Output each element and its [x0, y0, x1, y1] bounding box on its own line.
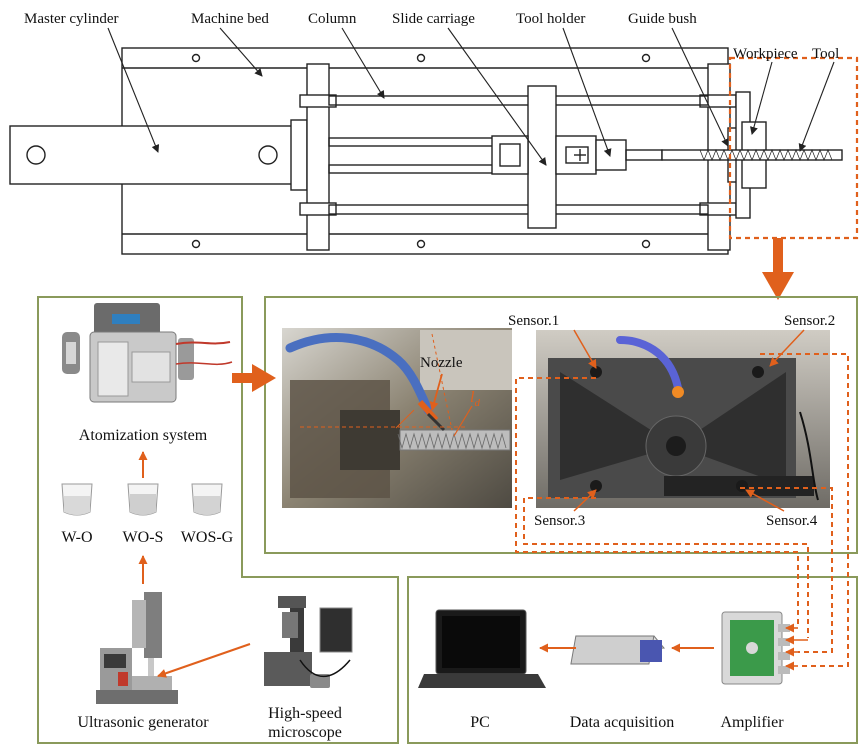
label-guide-bush: Guide bush: [628, 11, 697, 27]
label-microscope-line2: microscope: [268, 724, 342, 741]
label-fluid-wos-g: WOS-G: [181, 529, 234, 546]
microscope-device: [264, 596, 352, 688]
label-microscope-line1: High-speed: [268, 705, 342, 722]
pc-laptop: [418, 610, 546, 688]
column-rod-top: [329, 96, 708, 105]
label-fluid-wo-s: WO-S: [123, 529, 164, 546]
arrow-microscope-to-generator: [158, 644, 250, 676]
label-column: Column: [308, 11, 357, 27]
label-sensor-2: Sensor.2: [784, 313, 835, 329]
data-acquisition-box: [571, 636, 664, 664]
label-fluid-w-o: W-O: [61, 529, 92, 546]
arrow-atomization-to-nozzle: [232, 364, 276, 392]
amplifier-box: [722, 612, 790, 684]
label-pc: PC: [470, 714, 490, 731]
sensor-photo: [536, 330, 830, 508]
label-machine-bed: Machine bed: [191, 11, 269, 27]
beaker-w-o: [62, 484, 92, 515]
label-amplifier: Amplifier: [720, 714, 784, 731]
atomization-device: [62, 303, 232, 402]
zoom-arrow: [762, 238, 794, 300]
slide-carriage: [528, 86, 556, 228]
left-column-plate: [307, 64, 329, 250]
tool-bar: [662, 150, 842, 160]
tool-holder: [596, 140, 626, 170]
label-data-acquisition: Data acquisition: [570, 714, 674, 731]
label-sensor-1: Sensor.1: [508, 313, 559, 329]
label-sensor-3: Sensor.3: [534, 513, 585, 529]
label-workpiece: Workpiece: [733, 46, 798, 62]
label-nozzle: Nozzle: [420, 355, 463, 371]
nozzle-photo: [282, 328, 512, 508]
beaker-wo-s: [128, 484, 158, 515]
column-rod-bottom: [329, 205, 708, 214]
ultrasonic-generator-device: [96, 592, 178, 704]
label-ultrasonic-generator: Ultrasonic generator: [77, 714, 209, 731]
beaker-wos-g: [192, 484, 222, 515]
label-tool: Tool: [812, 46, 839, 62]
machine-drawing: [10, 48, 842, 254]
label-slide-carriage: Slide carriage: [392, 11, 475, 27]
label-master-cylinder: Master cylinder: [24, 11, 119, 27]
label-tool-holder: Tool holder: [516, 11, 585, 27]
label-sensor-4: Sensor.4: [766, 513, 818, 529]
label-atomization-system: Atomization system: [79, 427, 208, 444]
